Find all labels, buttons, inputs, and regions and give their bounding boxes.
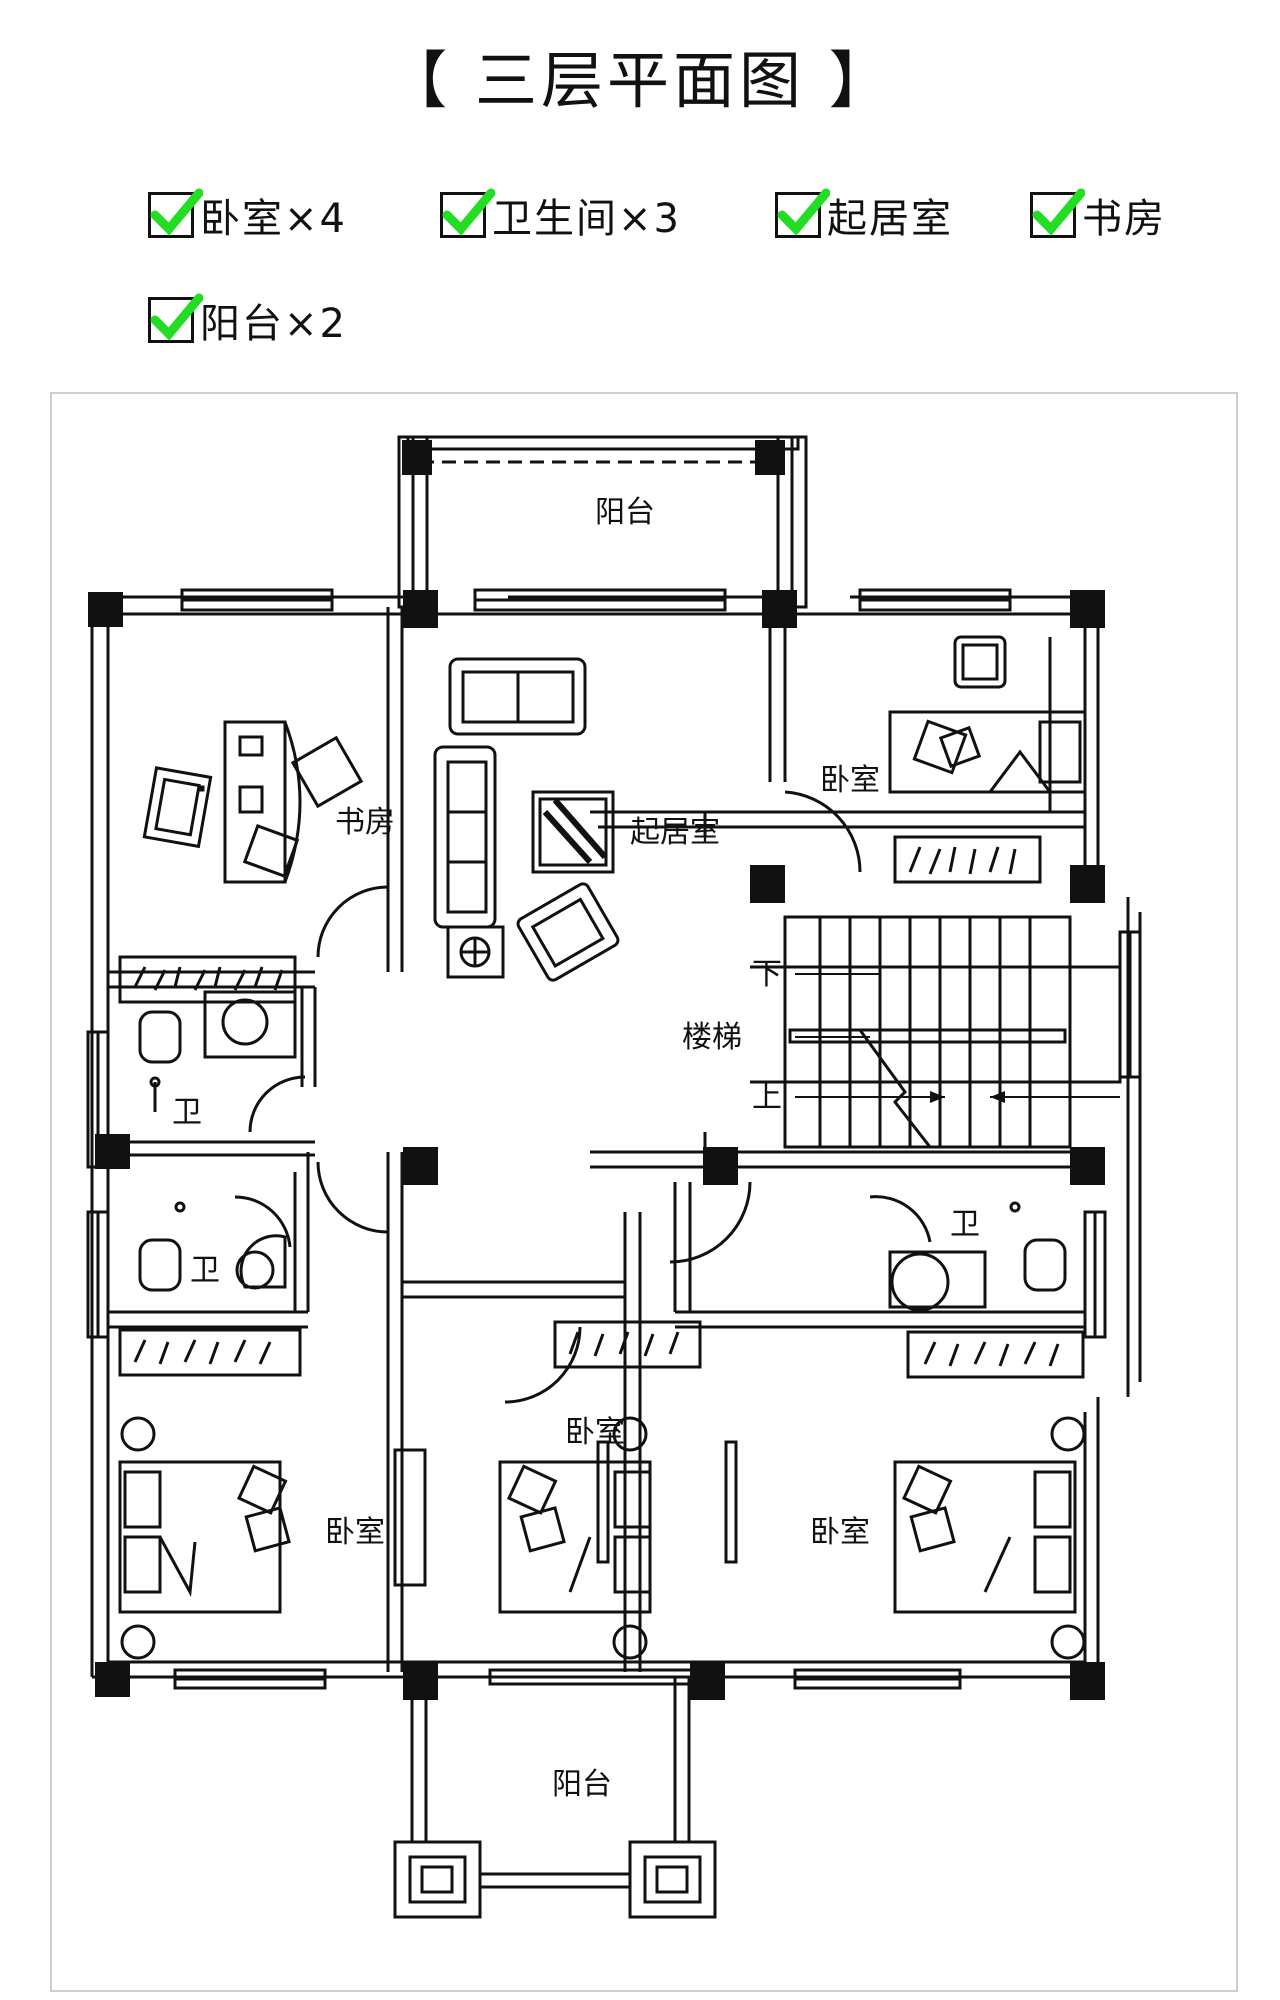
se-bed — [724, 1416, 1086, 1660]
sw-side-panel — [393, 1448, 427, 1587]
stair-arrow-icons — [930, 1091, 1005, 1103]
label-balcony-bottom: 阳台 — [552, 1767, 612, 1802]
label-bedroom-s: 卧室 — [565, 1415, 625, 1450]
feature-balconies: 阳台×2 — [148, 290, 347, 350]
stair-markers — [795, 973, 1120, 1098]
structural-columns — [88, 440, 1105, 1700]
feature-list: 卧室×4 卫生间×3 起居室 书房 阳台×2 — [0, 0, 1280, 380]
plan-frame — [50, 392, 1238, 1992]
checkmark-icon — [148, 293, 203, 343]
feature-label: 起居室 — [827, 196, 953, 242]
bath-w1-fixtures — [138, 990, 306, 1133]
bath-e-fixtures — [869, 1195, 1067, 1312]
living-side-table — [446, 925, 505, 979]
label-bedroom-ne: 卧室 — [820, 763, 880, 798]
feature-label: 阳台×2 — [200, 301, 347, 347]
label-bath-w2: 卫 — [190, 1253, 220, 1288]
label-bedroom-se: 卧室 — [810, 1515, 870, 1550]
study-desk — [198, 720, 302, 884]
feature-bathrooms: 卫生间×3 — [440, 185, 681, 245]
ne-chair — [953, 635, 1007, 689]
sw-bed — [118, 1416, 291, 1660]
interior-walls — [106, 607, 1085, 1672]
checkmark-icon — [148, 188, 203, 238]
label-bath-w1: 卫 — [172, 1095, 202, 1130]
label-study: 书房 — [335, 805, 395, 840]
checkmark-icon — [1030, 188, 1085, 238]
label-stair-down: 下 — [752, 957, 782, 992]
bath-w2-fixtures — [138, 1195, 292, 1292]
label-bedroom-sw: 卧室 — [325, 1515, 385, 1550]
s-bed — [498, 1416, 652, 1660]
ne-wardrobe — [893, 835, 1042, 884]
feature-label: 卧室×4 — [200, 196, 347, 242]
doors — [316, 790, 862, 1404]
living-armchair — [516, 882, 620, 982]
se-wardrobe — [906, 1330, 1085, 1379]
feature-label: 卫生间×3 — [492, 196, 681, 242]
floor-plan: 阳台 书房 起居室 卧室 下 楼梯 上 卫 卫 卫 卧室 卧室 卧室 阳台 — [86, 435, 1142, 1919]
page-title: 【 三层平面图 】 — [385, 44, 895, 117]
s-wardrobe — [553, 1320, 702, 1369]
feature-study: 书房 — [1030, 185, 1166, 245]
staircase — [750, 915, 1122, 1149]
ne-bedroom-bed — [888, 710, 1087, 794]
living-sofa — [433, 657, 587, 929]
label-balcony-top: 阳台 — [595, 495, 655, 530]
study-chairs — [142, 735, 364, 878]
label-living-room: 起居室 — [630, 815, 720, 850]
label-stair-up: 上 — [752, 1080, 782, 1115]
feature-living-room: 起居室 — [775, 185, 953, 245]
label-stairs: 楼梯 — [682, 1020, 742, 1055]
study-bookshelf — [118, 955, 297, 1004]
living-coffee-table — [531, 790, 615, 874]
label-bath-e: 卫 — [950, 1207, 980, 1242]
sw-wardrobe — [118, 1328, 302, 1377]
feature-label: 书房 — [1082, 196, 1166, 242]
checkmark-icon — [775, 188, 830, 238]
feature-bedrooms: 卧室×4 — [148, 185, 347, 245]
checkmark-icon — [440, 188, 495, 238]
balcony-bottom — [393, 1677, 717, 1919]
